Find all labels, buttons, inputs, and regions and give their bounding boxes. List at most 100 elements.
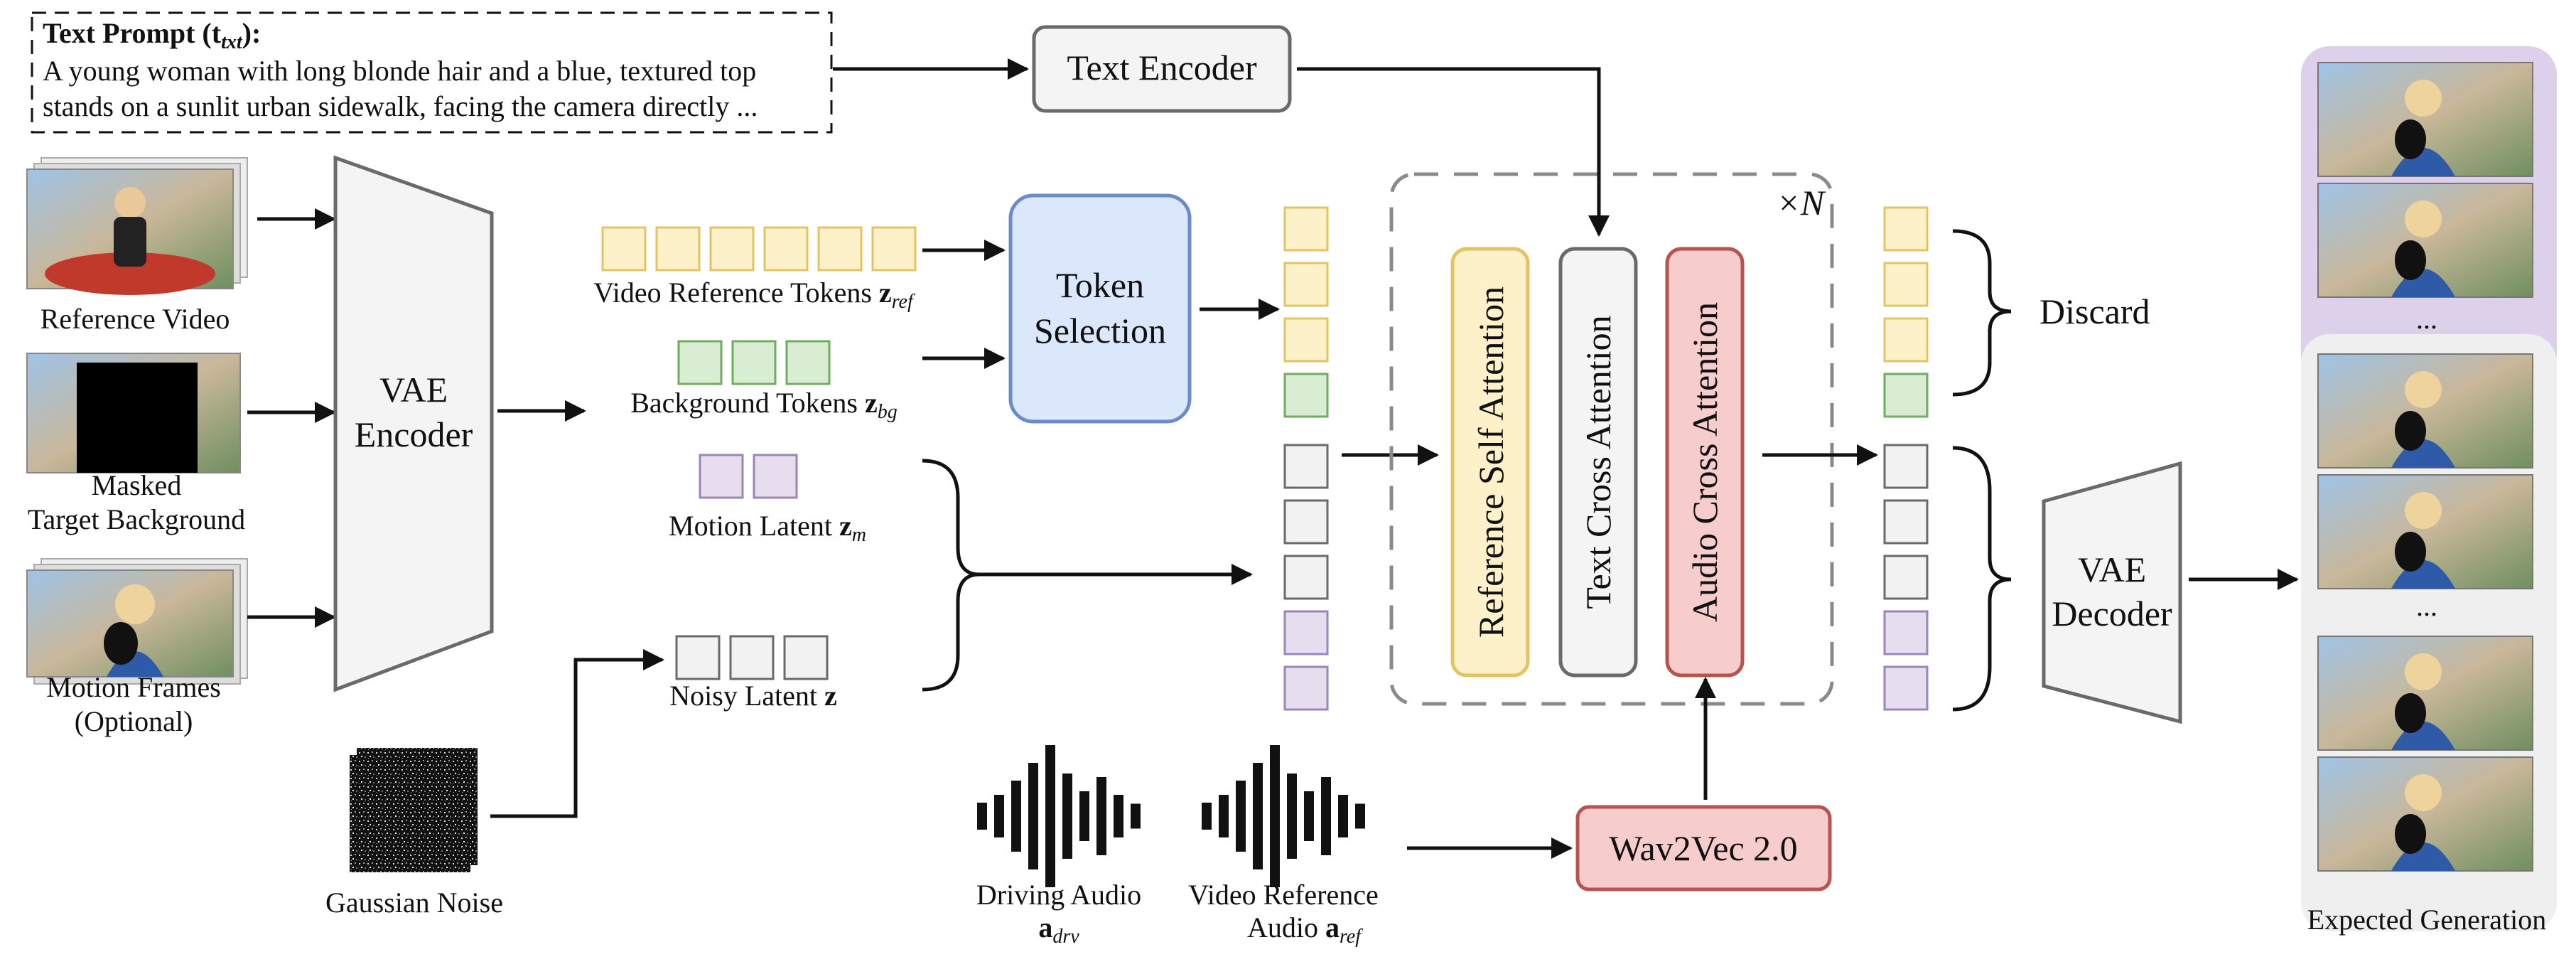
text-cross-attention-label: Text Cross Attention	[1578, 315, 1618, 609]
ref-wave-bar	[1219, 795, 1229, 837]
input-token-stack	[1283, 206, 1329, 711]
generated-frame	[2317, 636, 2533, 751]
ref-wave-bar	[1355, 803, 1365, 829]
generated-frame	[2317, 62, 2533, 177]
stack-in-token	[1283, 555, 1329, 600]
noisy-token	[729, 635, 775, 680]
ref-wave-bar	[1202, 803, 1212, 830]
driving-wave-bar	[994, 795, 1004, 837]
ref-wave-bar	[1287, 773, 1297, 859]
token-selection-line1: Token	[1056, 265, 1144, 305]
text-encoder-block: Text Encoder	[1032, 25, 1292, 113]
stack-in-token	[1283, 206, 1329, 252]
ref-wave-bar	[1236, 781, 1246, 852]
motion-token	[753, 454, 798, 499]
ref-audio-label-line1: Video Reference	[1188, 879, 1378, 911]
ref-wave-bar	[1270, 745, 1280, 887]
driving-wave-bar	[1131, 803, 1141, 829]
gaussian-noise-image	[350, 748, 478, 872]
ref-token	[655, 226, 701, 272]
driving-wave-bar	[977, 803, 987, 830]
prompt-title-sub: txt	[221, 31, 243, 53]
driving-audio-symbol: adrv	[1038, 911, 1079, 948]
noisy-latent-label: Noisy Latent z	[669, 680, 837, 712]
driving-audio-label: Driving Audio	[976, 879, 1141, 911]
output-token-stack	[1883, 206, 1929, 711]
stack-out-token	[1883, 499, 1929, 545]
prompt-line1: A young woman with long blonde hair and …	[43, 55, 756, 87]
audio-cross-attention-label: Audio Cross Attention	[1685, 302, 1725, 622]
ref-wave-bar	[1338, 795, 1348, 837]
ref-wave-bar	[1304, 791, 1314, 841]
stack-in-token	[1283, 317, 1329, 363]
driving-wave-bar	[1079, 791, 1089, 841]
decoder-brace	[1952, 446, 2012, 712]
video-ref-tokens-label: Video Reference Tokens zref	[593, 277, 915, 313]
noisy-latent-tokens	[675, 635, 829, 680]
reference-audio-waveform	[1202, 745, 1365, 887]
vae-encoder-block: VAE Encoder	[333, 155, 494, 692]
noisy-token	[675, 635, 721, 680]
output-frames	[2317, 62, 2533, 872]
wav2vec-label: Wav2Vec 2.0	[1609, 828, 1797, 868]
ref-audio-label-line2: Audio aref	[1247, 911, 1363, 948]
stack-out-token	[1883, 206, 1929, 252]
stack-out-token	[1883, 555, 1929, 600]
motion-label-line2: (Optional)	[75, 705, 193, 737]
discard-label: Discard	[2039, 291, 2150, 331]
ref-self-attention-label: Reference Self Attention	[1471, 287, 1511, 638]
transformer-block-group: ×N Reference Self Attention Text Cross A…	[1389, 172, 1834, 706]
stack-out-token	[1883, 444, 1929, 489]
ref-token	[709, 226, 755, 272]
stack-in-token	[1283, 499, 1329, 545]
mask-region	[77, 363, 198, 473]
repeat-n-label: ×N	[1777, 183, 1826, 223]
generated-frame	[2317, 353, 2533, 469]
ref-wave-bar	[1321, 777, 1331, 855]
reference-video-label: Reference Video	[41, 303, 230, 335]
generated-frame	[2317, 474, 2533, 589]
generated-frame	[2317, 183, 2533, 298]
driving-wave-bar	[1045, 745, 1055, 887]
stack-in-token	[1283, 262, 1329, 307]
discard-brace	[1952, 229, 2012, 397]
ref-token	[601, 226, 647, 272]
stack-out-token	[1883, 317, 1929, 363]
vae-decoder-line1: VAE	[2078, 550, 2146, 589]
driving-audio-waveform	[977, 745, 1141, 887]
driving-wave-bar	[1028, 763, 1038, 869]
background-tokens	[677, 340, 831, 385]
driving-wave-bar	[1096, 777, 1106, 855]
gaussian-noise-label: Gaussian Noise	[325, 887, 503, 919]
prompt-title-close: ):	[242, 17, 262, 49]
noisy-token	[783, 635, 829, 680]
frames-ellipsis-top: ...	[2416, 303, 2437, 335]
stack-out-token	[1883, 610, 1929, 655]
ref-wave-bar	[1253, 763, 1263, 869]
expected-generation-panel: ... ...	[2301, 46, 2557, 931]
motion-latent-label: Motion Latent zm	[669, 510, 866, 546]
bg-token	[785, 340, 831, 385]
masked-label-line1: Masked	[92, 469, 182, 501]
stack-in-token	[1283, 444, 1329, 489]
masked-background-thumb	[26, 353, 241, 473]
motion-latent-tokens	[699, 454, 798, 499]
stack-out-token	[1883, 373, 1929, 418]
driving-wave-bar	[1114, 795, 1123, 837]
motion-label-line1: Motion Frames	[46, 671, 221, 703]
token-selection-line2: Selection	[1034, 311, 1166, 350]
expected-generation-label: Expected Generation	[2307, 904, 2547, 936]
motion-token	[699, 454, 744, 499]
vae-decoder-block: VAE Decoder	[2042, 461, 2182, 724]
vae-encoder-line1: VAE	[379, 370, 448, 409]
merge-brace	[922, 459, 980, 692]
ref-self-attention-block	[1450, 247, 1530, 678]
generated-frame	[2317, 756, 2533, 872]
ref-token	[763, 226, 809, 272]
stack-out-token	[1883, 665, 1929, 711]
video-reference-tokens	[601, 226, 917, 272]
vae-decoder-line2: Decoder	[2052, 594, 2172, 633]
stack-out-token	[1883, 262, 1929, 307]
